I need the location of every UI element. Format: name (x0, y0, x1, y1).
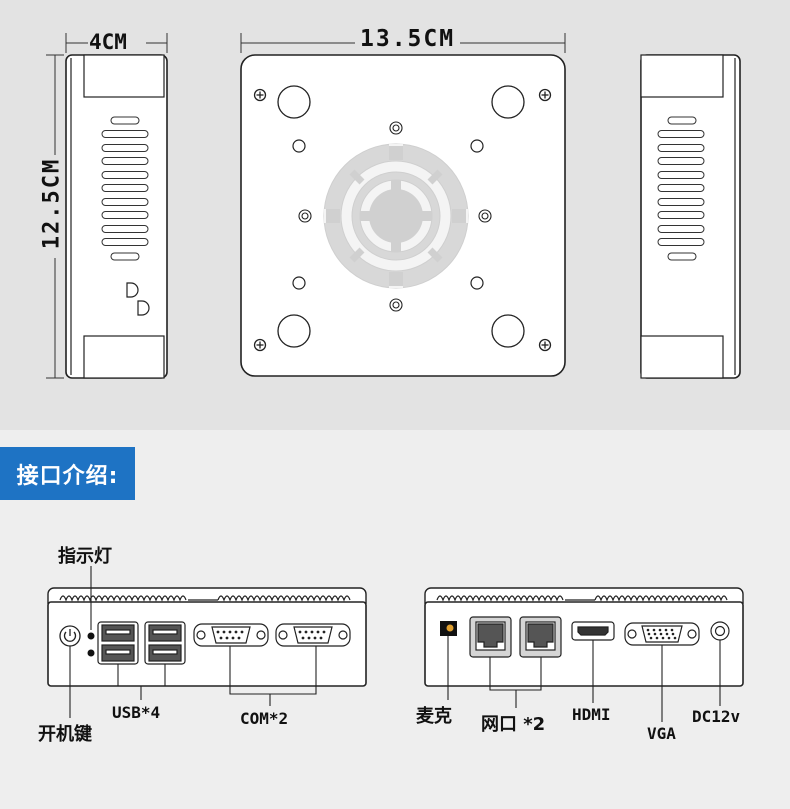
rear-leader-lines (447, 636, 721, 722)
vga-port (624, 622, 700, 646)
com-label: COM*2 (240, 709, 289, 728)
dc-jack-icon (710, 621, 730, 641)
front-panel (47, 566, 367, 718)
mic-jack-icon (440, 621, 457, 636)
depth-dimension (65, 33, 168, 53)
height-dimension (46, 54, 64, 379)
top-view (240, 54, 566, 377)
width-dimension (240, 33, 566, 53)
lan-label: 网口 *2 (481, 714, 546, 735)
indicator-label: 指示灯 (58, 546, 112, 567)
hdmi-port (571, 621, 615, 641)
usb-ports (97, 621, 186, 665)
mic-label: 麦克 (416, 706, 452, 727)
left-side-view (65, 54, 168, 379)
power-button-icon (59, 625, 81, 647)
width-dimension-label: 13.5CM (360, 26, 456, 52)
usb-label: USB*4 (112, 703, 161, 722)
section-title: 接口介绍: (0, 447, 135, 500)
power-button-label: 开机键 (38, 724, 92, 745)
front-leader-lines (69, 566, 317, 718)
depth-dimension-label: 4CM (89, 30, 127, 54)
rear-panel (424, 587, 744, 722)
right-side-view (640, 54, 741, 379)
com-ports (193, 623, 351, 647)
lan-ports (469, 616, 562, 658)
indicator-light-icon (87, 632, 95, 640)
vga-label: VGA (647, 724, 676, 743)
fan-grill (323, 143, 469, 289)
hdmi-label: HDMI (572, 705, 611, 724)
dc-label: DC12v (692, 707, 741, 726)
indicator-light-icon (87, 649, 95, 657)
height-dimension-label: 12.5CM (39, 157, 65, 250)
